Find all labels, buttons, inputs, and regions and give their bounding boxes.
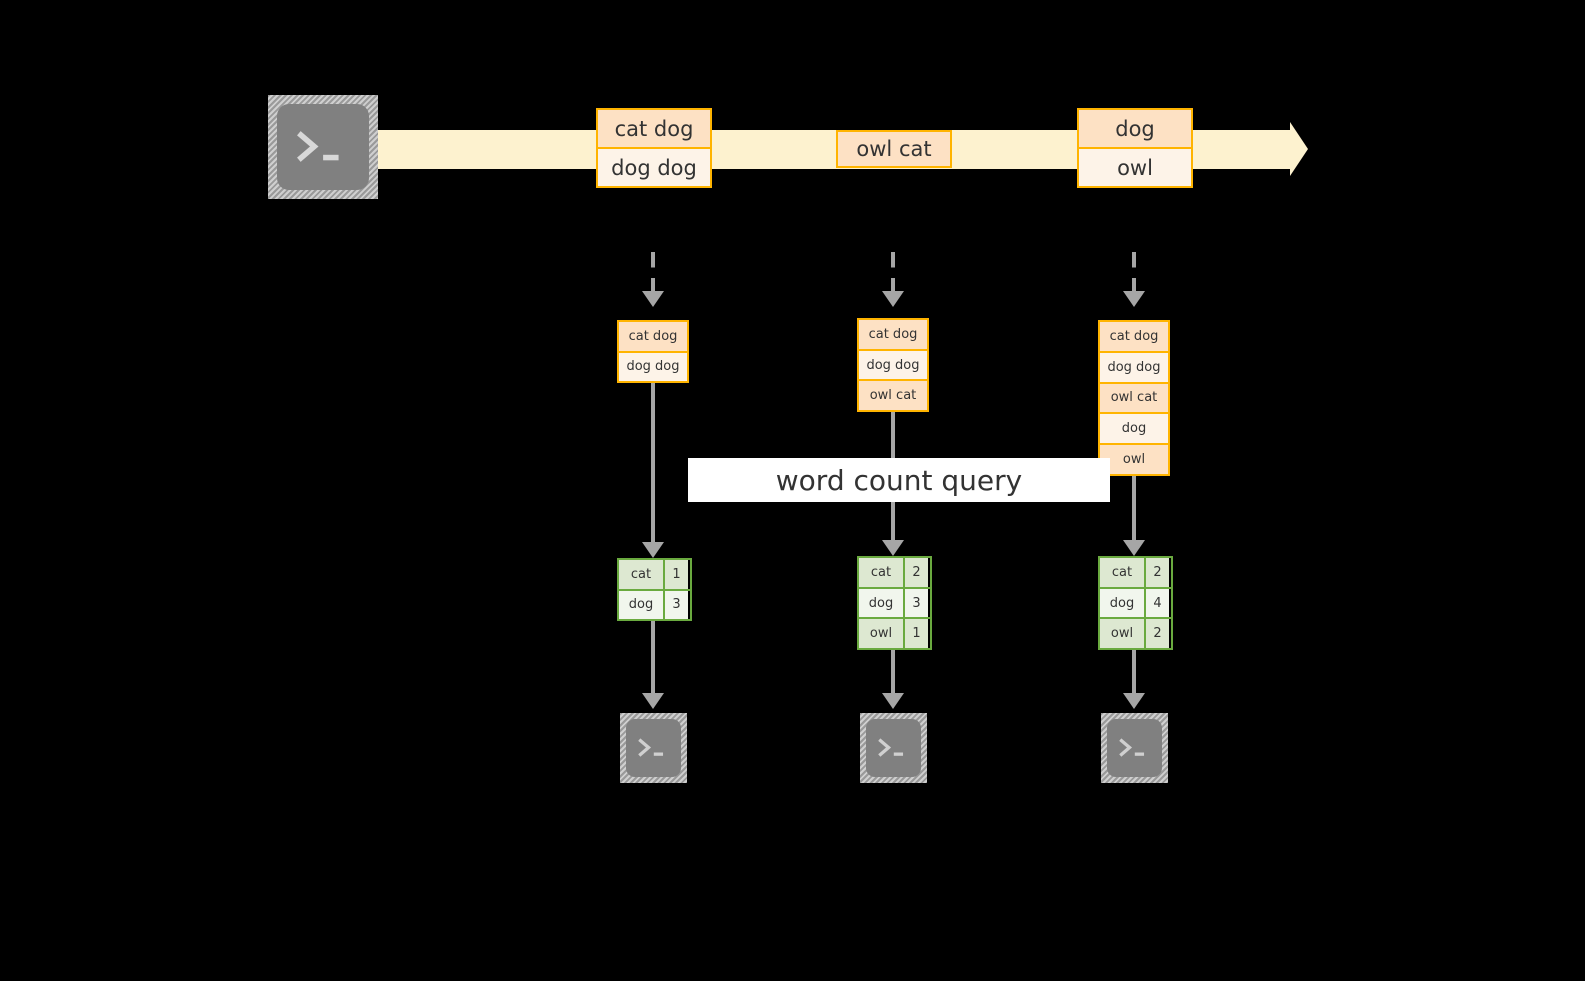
snapshot-2-intake-line	[891, 252, 895, 294]
snapshot-1-sink-terminal[interactable]	[620, 713, 687, 783]
input-row: owl	[1100, 443, 1168, 474]
result-count: 1	[663, 560, 688, 589]
terminal-screen	[1107, 719, 1162, 777]
input-row: cat dog	[619, 322, 687, 351]
snapshot-1-intake-line	[651, 252, 655, 294]
stream-event-line: owl cat	[838, 132, 950, 166]
terminal-screen	[866, 719, 921, 777]
terminal-prompt-icon	[296, 131, 339, 163]
result-word: dog	[619, 590, 663, 619]
snapshot-2-sink-arrowhead	[882, 693, 904, 709]
stream-event-line: dog	[1079, 110, 1191, 147]
stream-event-line: dog dog	[598, 147, 710, 186]
input-row: owl cat	[859, 379, 927, 411]
snapshot-3-intake-arrowhead	[1123, 291, 1145, 307]
stream-event-3[interactable]: dog owl	[1077, 108, 1193, 188]
result-count: 2	[1144, 619, 1169, 649]
snapshot-2-sink-terminal[interactable]	[860, 713, 927, 783]
result-count: 3	[903, 588, 928, 618]
result-count: 1	[903, 619, 928, 649]
result-count: 4	[1144, 588, 1169, 618]
result-word: owl	[859, 619, 903, 649]
snapshot-2-input-table[interactable]: cat dog dog dog owl cat	[857, 318, 929, 412]
snapshot-3-sink-terminal[interactable]	[1101, 713, 1168, 783]
result-word: owl	[1100, 619, 1144, 649]
snapshot-2-query-arrowhead	[882, 540, 904, 556]
snapshot-1-query-arrowhead	[642, 542, 664, 558]
input-row: dog dog	[1100, 350, 1168, 382]
result-count: 2	[1144, 558, 1169, 587]
snapshot-1-intake-arrowhead	[642, 291, 664, 307]
snapshot-3-result-table[interactable]: cat 2 dog 4 owl 2	[1098, 556, 1173, 650]
snapshot-1-sink-line	[651, 621, 655, 696]
result-row: owl 1	[859, 617, 930, 649]
input-row: cat dog	[859, 320, 927, 349]
snapshot-3-sink-arrowhead	[1123, 693, 1145, 709]
input-row: dog dog	[619, 350, 687, 381]
result-row: cat 2	[1100, 558, 1171, 587]
snapshot-3-query-line	[1132, 476, 1136, 553]
input-row: dog dog	[859, 348, 927, 380]
stream-event-2[interactable]: owl cat	[836, 130, 952, 168]
terminal-screen	[277, 104, 369, 190]
snapshot-3-sink-line	[1132, 650, 1136, 696]
snapshot-2-result-table[interactable]: cat 2 dog 3 owl 1	[857, 556, 932, 650]
result-word: cat	[859, 558, 903, 587]
snapshot-2-intake-arrowhead	[882, 291, 904, 307]
terminal-prompt-icon	[637, 738, 663, 758]
terminal-prompt-icon	[877, 738, 903, 758]
snapshot-3-input-table[interactable]: cat dog dog dog owl cat dog owl	[1098, 320, 1170, 476]
snapshot-1-query-line	[651, 383, 655, 555]
stream-event-1[interactable]: cat dog dog dog	[596, 108, 712, 188]
result-row: cat 1	[619, 560, 690, 589]
source-terminal[interactable]	[268, 95, 378, 199]
stream-arrowhead	[1290, 122, 1308, 176]
stream-event-line: owl	[1079, 147, 1191, 186]
result-word: cat	[619, 560, 663, 589]
result-row: dog 3	[859, 586, 930, 618]
result-row: owl 2	[1100, 617, 1171, 649]
snapshot-1-sink-arrowhead	[642, 693, 664, 709]
terminal-screen	[626, 719, 681, 777]
snapshot-1-result-table[interactable]: cat 1 dog 3	[617, 558, 692, 621]
result-row: cat 2	[859, 558, 930, 587]
query-label-band: word count query	[688, 458, 1110, 502]
result-word: cat	[1100, 558, 1144, 587]
result-word: dog	[1100, 588, 1144, 618]
result-word: dog	[859, 588, 903, 618]
result-row: dog 3	[619, 588, 690, 619]
snapshot-3-intake-line	[1132, 252, 1136, 294]
query-label: word count query	[775, 463, 1023, 497]
input-row: owl cat	[1100, 381, 1168, 413]
snapshot-2-sink-line	[891, 650, 895, 696]
input-row: cat dog	[1100, 322, 1168, 351]
input-row: dog	[1100, 412, 1168, 444]
terminal-prompt-icon	[1118, 738, 1144, 758]
result-row: dog 4	[1100, 586, 1171, 618]
snapshot-3-query-arrowhead	[1123, 540, 1145, 556]
snapshot-1-input-table[interactable]: cat dog dog dog	[617, 320, 689, 383]
result-count: 2	[903, 558, 928, 587]
stream-event-line: cat dog	[598, 110, 710, 147]
result-count: 3	[663, 590, 688, 619]
